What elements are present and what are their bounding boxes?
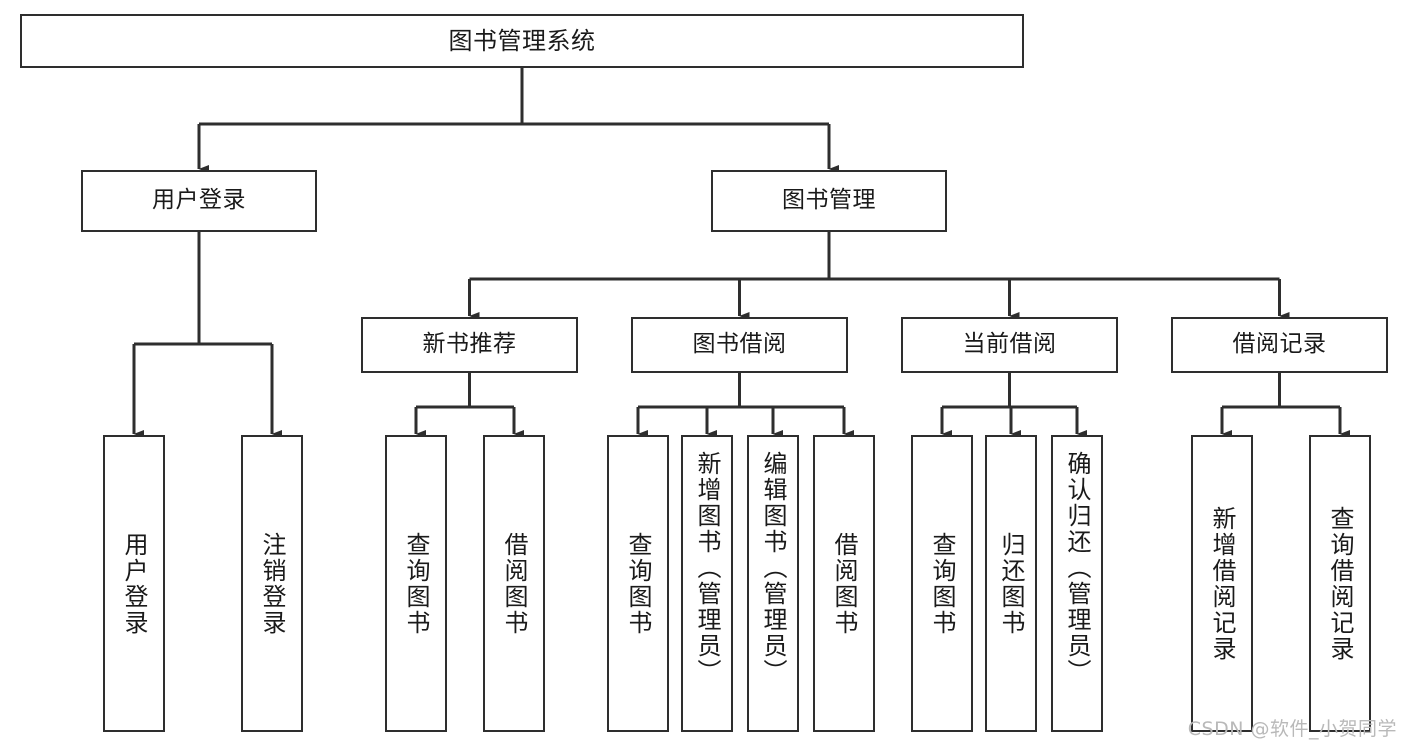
leaf-current-return-book[interactable]: 归还图书 — [985, 435, 1037, 732]
leaf-borrow-add-book-admin[interactable]: 新增图书（管理员） — [681, 435, 733, 732]
leaf-borrow-query-book[interactable]: 查询图书 — [607, 435, 669, 732]
node-current-borrow-label: 当前借阅 — [962, 331, 1057, 358]
node-user-login-label: 用户登录 — [152, 187, 246, 214]
leaf-user-login-label: 用户登录 — [120, 531, 148, 636]
leaf-user-login[interactable]: 用户登录 — [103, 435, 165, 732]
leaf-borrow-query-book-label: 查询图书 — [624, 531, 652, 636]
leaf-records-add-record[interactable]: 新增借阅记录 — [1191, 435, 1253, 732]
leaf-current-confirm-return-admin-label: 确认归还（管理员） — [1063, 451, 1091, 685]
leaf-borrow-edit-book-admin[interactable]: 编辑图书（管理员） — [747, 435, 799, 732]
node-book-management-label: 图书管理 — [782, 187, 876, 214]
leaf-current-return-book-label: 归还图书 — [997, 531, 1025, 636]
node-user-login[interactable]: 用户登录 — [81, 170, 317, 232]
node-new-book-recommend[interactable]: 新书推荐 — [361, 317, 578, 373]
leaf-newbook-query-book[interactable]: 查询图书 — [385, 435, 447, 732]
leaf-logout-label: 注销登录 — [258, 531, 286, 636]
watermark-text: CSDN @软件_小贺同学 — [1187, 718, 1397, 740]
leaf-newbook-borrow-book[interactable]: 借阅图书 — [483, 435, 545, 732]
leaf-current-query-book[interactable]: 查询图书 — [911, 435, 973, 732]
node-root-label: 图书管理系统 — [448, 26, 596, 55]
node-book-management[interactable]: 图书管理 — [711, 170, 947, 232]
leaf-borrow-add-book-admin-label: 新增图书（管理员） — [693, 451, 721, 685]
leaf-newbook-query-book-label: 查询图书 — [402, 531, 430, 636]
leaf-borrow-edit-book-admin-label: 编辑图书（管理员） — [759, 451, 787, 685]
node-book-borrow-label: 图书借阅 — [692, 331, 787, 358]
node-borrow-records[interactable]: 借阅记录 — [1171, 317, 1388, 373]
leaf-logout[interactable]: 注销登录 — [241, 435, 303, 732]
leaf-borrow-borrow-book-label: 借阅图书 — [830, 531, 858, 636]
node-book-borrow[interactable]: 图书借阅 — [631, 317, 848, 373]
node-current-borrow[interactable]: 当前借阅 — [901, 317, 1118, 373]
leaf-current-confirm-return-admin[interactable]: 确认归还（管理员） — [1051, 435, 1103, 732]
leaf-newbook-borrow-book-label: 借阅图书 — [500, 531, 528, 636]
node-borrow-records-label: 借阅记录 — [1232, 331, 1327, 358]
leaf-records-add-record-label: 新增借阅记录 — [1208, 505, 1236, 662]
leaf-borrow-borrow-book[interactable]: 借阅图书 — [813, 435, 875, 732]
leaf-records-query-record-label: 查询借阅记录 — [1326, 505, 1354, 662]
leaf-current-query-book-label: 查询图书 — [928, 531, 956, 636]
node-root[interactable]: 图书管理系统 — [20, 14, 1024, 68]
node-new-book-recommend-label: 新书推荐 — [422, 331, 517, 358]
leaf-records-query-record[interactable]: 查询借阅记录 — [1309, 435, 1371, 732]
